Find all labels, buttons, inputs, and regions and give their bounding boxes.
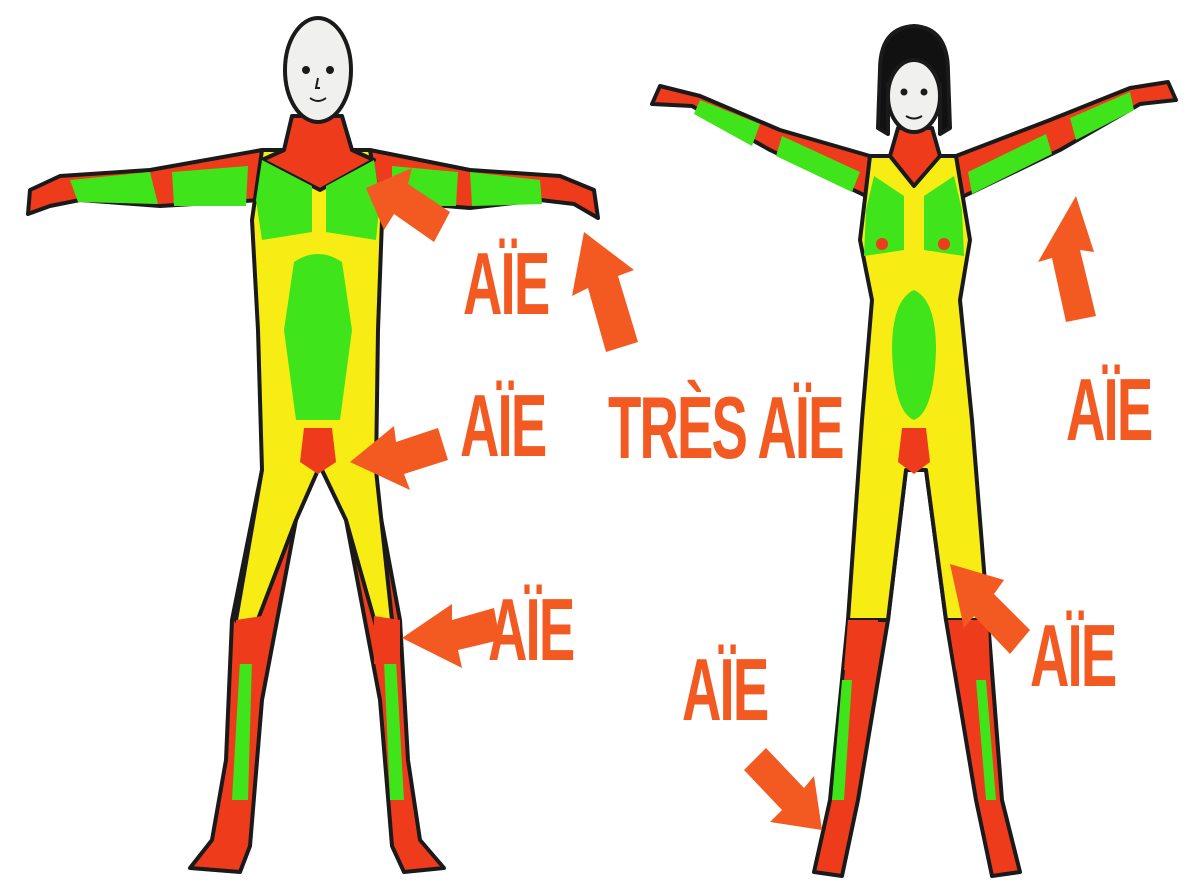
arrow-icon: [744, 748, 822, 830]
label-male-knee: AÏE: [488, 586, 573, 674]
label-female-knee: AÏE: [1030, 612, 1115, 700]
label-tres: TRÈS AÏE: [608, 384, 843, 472]
label-female-ankle: AÏE: [682, 646, 767, 734]
arrow-icon: [1038, 196, 1096, 322]
label-male-groin: AÏE: [460, 382, 545, 470]
label-female-armpit: AÏE: [1066, 366, 1151, 454]
arrow-icon: [402, 604, 500, 668]
label-male-chest: AÏE: [463, 240, 548, 328]
arrow-icon: [572, 232, 638, 352]
